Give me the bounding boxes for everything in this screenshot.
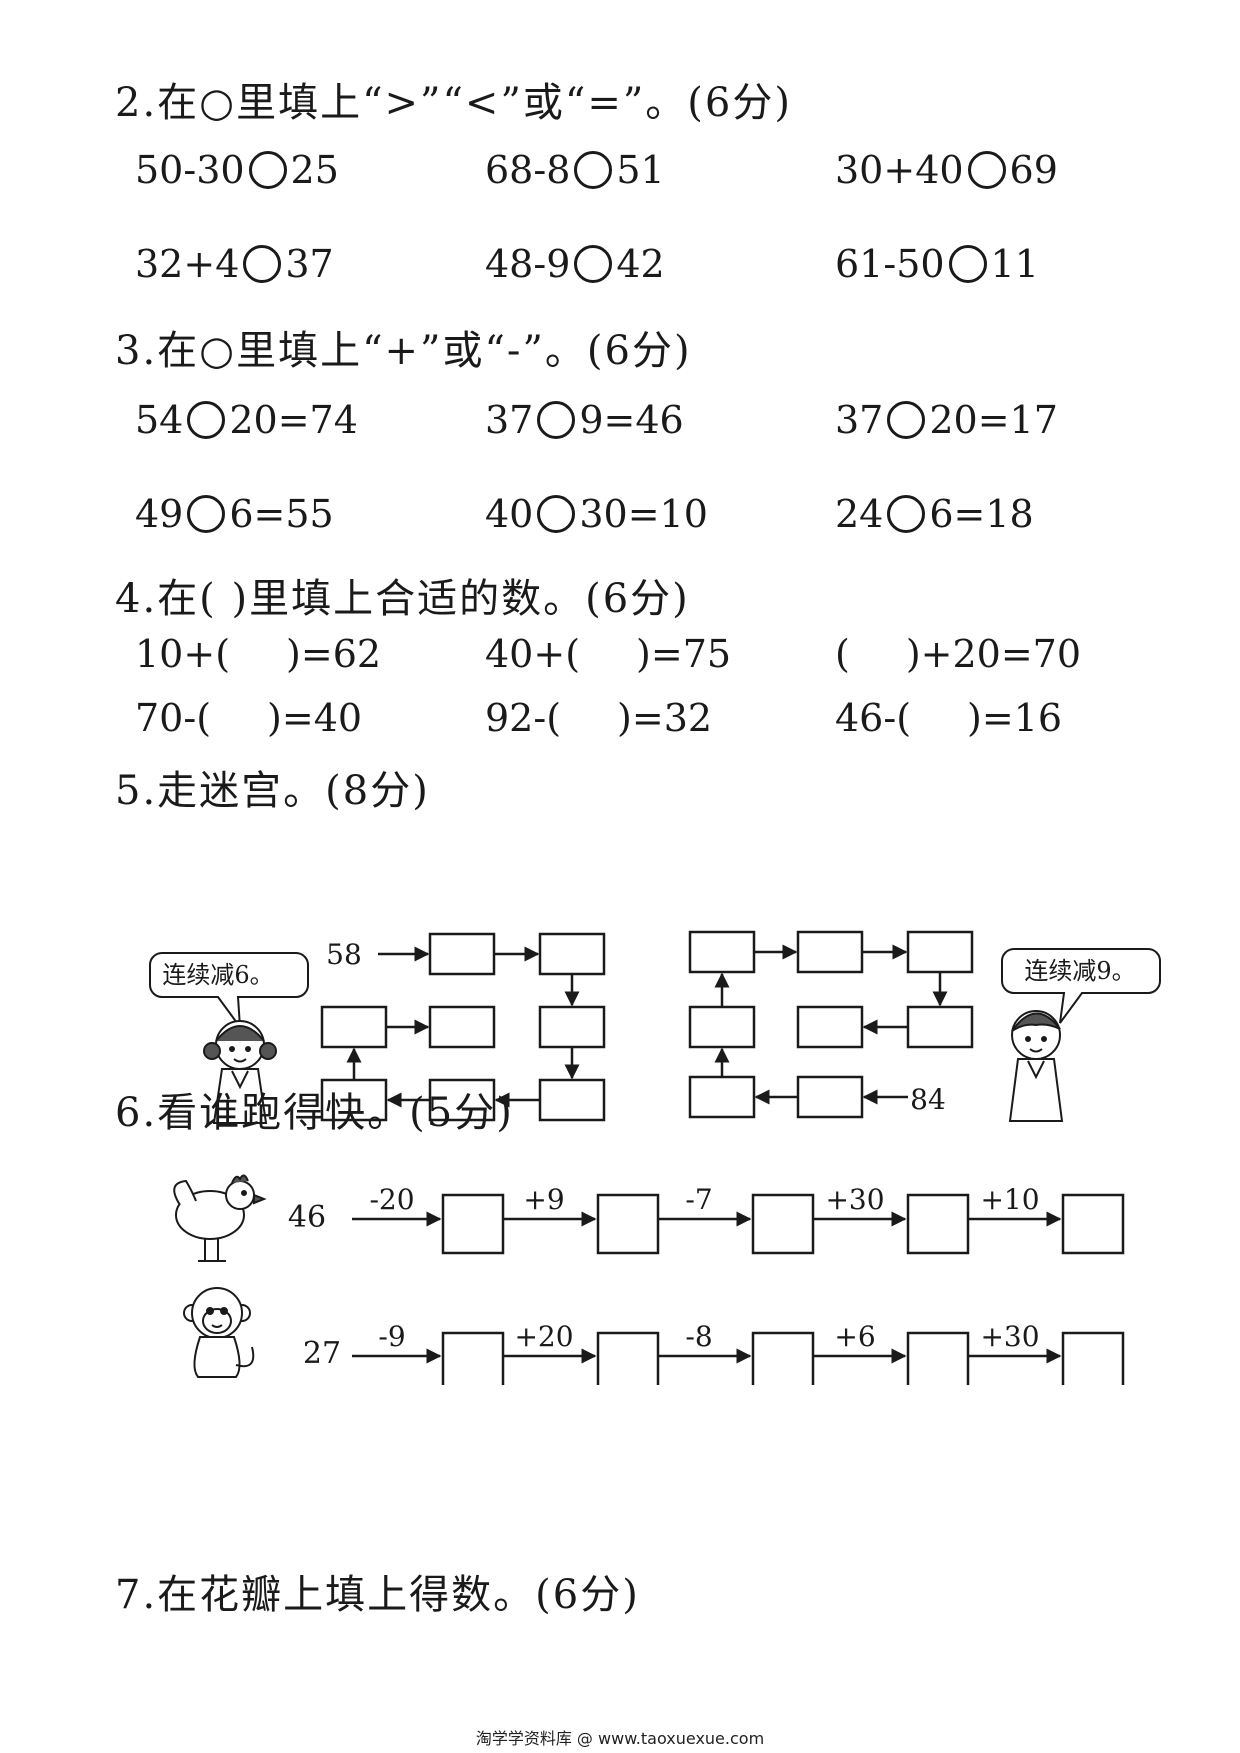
q3-title: 3.在○里填上“+”或“-”。(6分) [115,328,692,374]
right-maze-start: 84 [910,1083,946,1116]
answer-circle[interactable] [537,495,576,533]
answer-circle[interactable] [187,401,226,439]
answer-circle[interactable] [887,401,926,439]
maze-box[interactable] [428,1078,496,1122]
op-label: +20 [514,1320,573,1353]
svg-text:连续减9。: 连续减9。 [1024,957,1135,985]
op-label: -8 [685,1320,712,1353]
op-label: -7 [685,1183,712,1216]
op-label: +10 [980,1183,1039,1216]
op-label: +6 [834,1320,875,1353]
left-maze-start: 58 [326,938,362,971]
q7-title: 7.在花瓣上填上得数。(6分) [115,1572,640,1618]
answer-box[interactable] [1061,1193,1125,1255]
op-label: +9 [523,1183,564,1216]
right-speech-bubble: 连续减9。 [1001,948,1161,1024]
op-label: +30 [825,1183,884,1216]
q4-item: 70-()=40 [135,696,363,740]
girl-icon [203,1020,277,1124]
chicken-start: 46 [288,1200,326,1235]
answer-circle[interactable] [243,245,282,283]
maze-box[interactable] [538,932,606,976]
answer-box[interactable] [906,1331,970,1385]
q5-title: 5.走迷宫。(8分) [115,768,430,814]
maze-box[interactable] [688,1075,756,1119]
q4-item: 92-()=32 [485,696,713,740]
answer-circle[interactable] [574,245,613,283]
boy-icon [1008,1010,1064,1122]
answer-box[interactable] [441,1193,505,1255]
answer-box[interactable] [441,1331,505,1385]
op-label: -20 [369,1183,414,1216]
maze-box[interactable] [906,930,974,974]
race-diagram: 46 -20 +9 -7 +30 +10 27 -9 +20 [173,1174,1125,1385]
left-speech-bubble: 连续减6。 [149,952,309,1031]
q4-item: ()+20=70 [835,632,1082,676]
footer-watermark: 淘学学资料库 @ www.taoxuexue.com [475,1729,765,1748]
maze-box[interactable] [320,1005,388,1049]
answer-box[interactable] [751,1331,815,1385]
q2-title: 2.在○里填上“>”“<”或“=”。(6分) [115,80,792,126]
maze-box[interactable] [428,932,496,976]
answer-circle[interactable] [887,495,926,533]
maze-box[interactable] [906,1005,974,1049]
maze-box[interactable] [796,1005,864,1049]
maze-box[interactable] [428,1005,496,1049]
monkey-start: 27 [303,1336,341,1371]
op-label: +30 [980,1320,1039,1353]
svg-text:连续减6。: 连续减6。 [162,961,273,989]
maze-box[interactable] [538,1005,606,1049]
answer-circle[interactable] [537,401,576,439]
answer-box[interactable] [906,1193,970,1255]
maze-box[interactable] [538,1078,606,1122]
q4-item: 10+()=62 [135,632,382,676]
answer-box[interactable] [596,1193,660,1255]
answer-circle[interactable] [574,151,613,189]
q6-title: 6.看谁跑得快。(5分) [115,1090,514,1136]
answer-circle[interactable] [948,245,987,283]
op-label: -9 [378,1320,405,1353]
maze-box[interactable] [688,930,756,974]
answer-circle[interactable] [248,151,287,189]
answer-circle[interactable] [967,151,1006,189]
q4-title: 4.在( )里填上合适的数。(6分) [115,576,690,622]
maze-box[interactable] [320,1078,388,1122]
answer-box[interactable] [751,1193,815,1255]
maze-box[interactable] [796,930,864,974]
answer-box[interactable] [596,1331,660,1385]
chicken-icon [173,1174,267,1262]
maze-diagram: 58 84 连续减6。 连续减9。 [149,930,1161,1124]
maze-box[interactable] [688,1005,756,1049]
monkey-icon [183,1287,255,1378]
maze-box[interactable] [796,1075,864,1119]
q4-item: 40+()=75 [485,632,732,676]
answer-circle[interactable] [187,495,226,533]
q4-item: 46-()=16 [835,696,1063,740]
answer-box[interactable] [1061,1331,1125,1385]
